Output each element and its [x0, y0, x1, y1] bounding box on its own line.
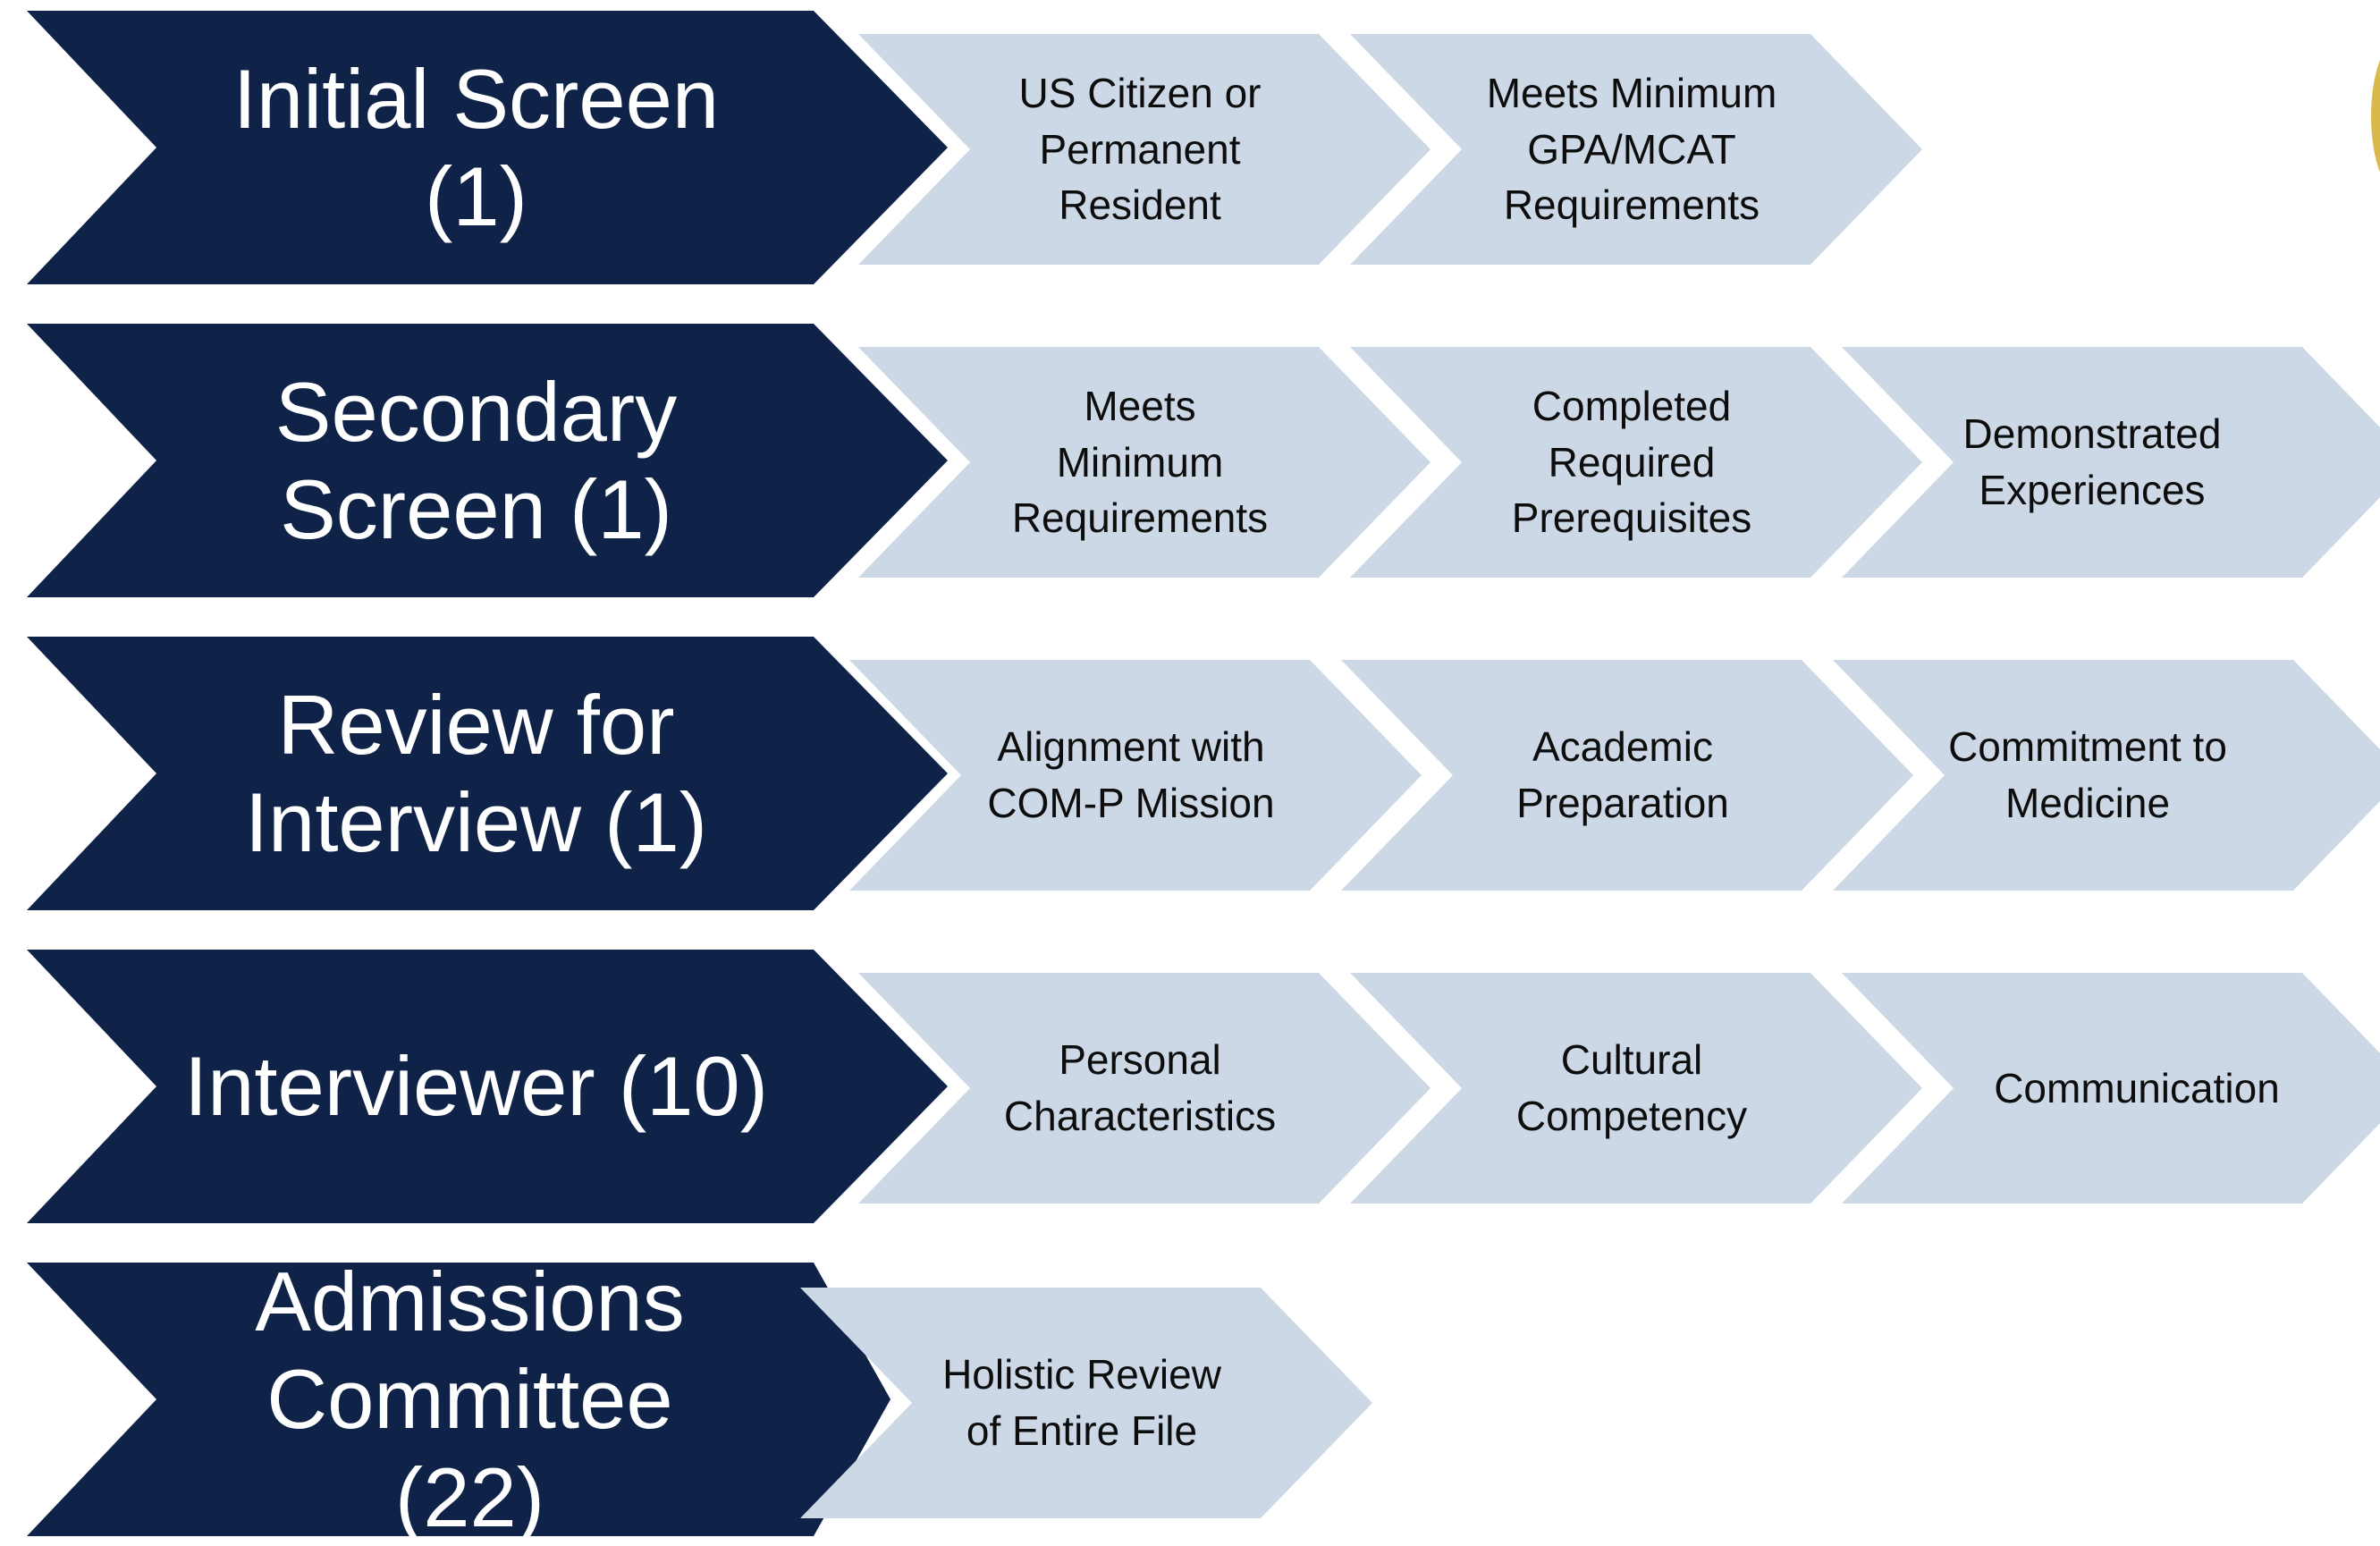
- criterion-label: Communication: [1994, 1064, 2280, 1111]
- criterion-commitment: Commitment to Medicine: [1833, 660, 2380, 891]
- criterion-label: Academic Preparation: [1516, 723, 1729, 826]
- criterion-label: Personal Characteristics: [1003, 1036, 1277, 1139]
- criterion-label: Demonstrated Experiences: [1962, 410, 2222, 513]
- criterion-prerequisites: Completed Required Prerequisites: [1350, 347, 1922, 578]
- stage-label: Admissions Committee (22): [255, 1255, 685, 1544]
- criterion-label: Alignment with COM-P Mission: [987, 723, 1275, 826]
- criterion-label: Cultural Competency: [1515, 1036, 1748, 1139]
- stage-label: Initial Screen (1): [232, 51, 720, 243]
- criterion-label: Meets Minimum Requirements: [1011, 383, 1269, 542]
- seal-edge-decoration: [2371, 36, 2380, 197]
- stage-review-for-interview: Review for Interview (1): [27, 637, 948, 910]
- criterion-label: Commitment to Medicine: [1948, 723, 2227, 826]
- stage-initial-screen: Initial Screen (1): [27, 11, 948, 284]
- stage-admissions-committee: Admissions Committee (22): [27, 1263, 890, 1536]
- criterion-gpa-mcat: Meets Minimum GPA/MCAT Requirements: [1350, 34, 1922, 265]
- criterion-experiences: Demonstrated Experiences: [1842, 347, 2380, 578]
- criterion-label: US Citizen or Permanent Resident: [1018, 70, 1262, 229]
- criterion-cultural-competency: Cultural Competency: [1350, 973, 1922, 1204]
- criterion-us-citizen: US Citizen or Permanent Resident: [858, 34, 1431, 265]
- criterion-academic-preparation: Academic Preparation: [1341, 660, 1913, 891]
- stage-label: Review for Interview (1): [244, 677, 708, 869]
- criterion-minimum-requirements: Meets Minimum Requirements: [858, 347, 1431, 578]
- criterion-communication: Communication: [1842, 973, 2380, 1204]
- stage-interviewer: Interviewer (10): [27, 950, 948, 1223]
- criterion-label: Holistic Review of Entire File: [942, 1351, 1221, 1454]
- criterion-label: Completed Required Prerequisites: [1511, 383, 1752, 542]
- stage-label: Interviewer (10): [184, 1039, 768, 1134]
- criterion-label: Meets Minimum GPA/MCAT Requirements: [1486, 70, 1777, 229]
- stage-secondary-screen: Secondary Screen (1): [27, 324, 948, 597]
- stage-label: Secondary Screen (1): [274, 364, 678, 556]
